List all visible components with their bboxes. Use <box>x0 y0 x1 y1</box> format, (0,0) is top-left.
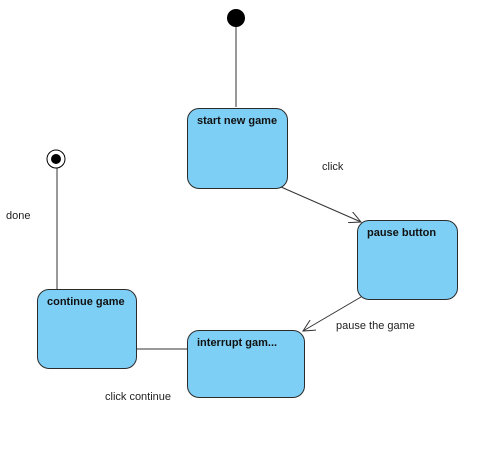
state-label: continue game <box>47 296 125 308</box>
transition-label-done: done <box>6 210 31 222</box>
state-label: start new game <box>197 115 278 127</box>
state-label: pause button <box>367 227 437 239</box>
state-pause-button[interactable]: pause button <box>357 220 458 300</box>
state-continue-game[interactable]: continue game <box>37 289 137 369</box>
transition-label-click-continue: click continue <box>105 391 172 403</box>
transition-start-to-pause <box>280 186 361 222</box>
state-label: interrupt gam... <box>197 337 278 349</box>
transition-label-pause-the-game: pause the game <box>336 320 415 332</box>
final-state-node <box>46 149 66 169</box>
transition-pause-to-interrupt <box>303 296 362 331</box>
initial-state-node <box>227 9 245 27</box>
state-interrupt-game[interactable]: interrupt gam... <box>187 330 305 398</box>
state-start-new-game[interactable]: start new game <box>187 108 288 189</box>
transition-label-click: click <box>322 161 344 173</box>
